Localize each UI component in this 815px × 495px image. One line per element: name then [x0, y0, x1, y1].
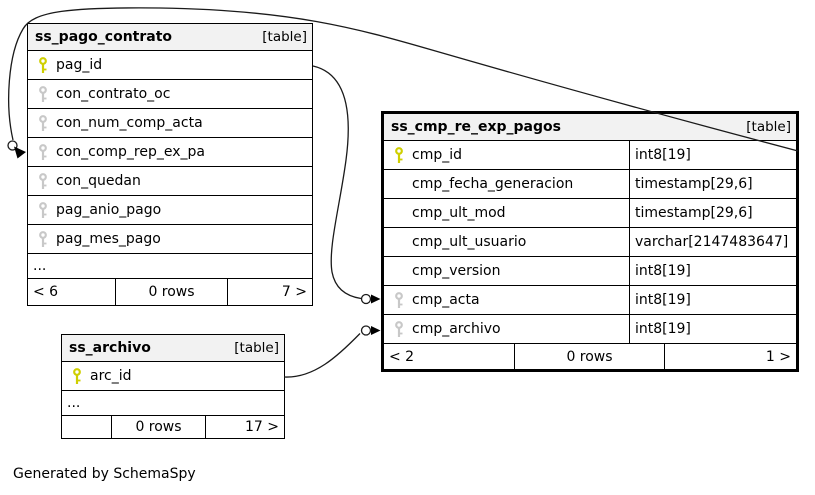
column-name: cmp_archivo	[412, 321, 501, 337]
column-name: con_num_comp_acta	[56, 115, 203, 131]
hidden-columns-ellipsis: ...	[28, 254, 312, 279]
column-name: pag_mes_pago	[56, 231, 161, 247]
column-row-cmp-ult-usuario: cmp_ult_usuario varchar[2147483647]	[384, 228, 796, 257]
primary-key-icon	[62, 367, 90, 385]
table-footer: < 2 0 rows 1 >	[384, 344, 796, 369]
column-name: cmp_id	[412, 147, 462, 163]
arrowhead-concomprepexpa	[14, 146, 26, 159]
column-name: cmp_acta	[412, 292, 480, 308]
table-tag: [table]	[234, 340, 279, 356]
relationship-line-arcid-cmparchivo	[283, 333, 361, 378]
column-type: timestamp[29,6]	[635, 176, 753, 192]
column-name: con_comp_rep_ex_pa	[56, 144, 205, 160]
zero-connector-circle-cmpacta	[360, 293, 372, 305]
column-type: varchar[2147483647]	[635, 234, 789, 250]
column-name: cmp_ult_mod	[412, 205, 506, 221]
column-name: cmp_fecha_generacion	[412, 176, 574, 192]
column-row-pag-id: pag_id	[28, 51, 312, 80]
column-name: pag_id	[56, 57, 103, 73]
column-row-cmp-ult-mod: cmp_ult_mod timestamp[29,6]	[384, 199, 796, 228]
row-count: 0 rows	[116, 279, 228, 305]
related-tables-right-count: 7 >	[281, 284, 307, 300]
column-row-pag-mes-pago: pag_mes_pago	[28, 225, 312, 254]
column-type: timestamp[29,6]	[635, 205, 753, 221]
table-name[interactable]: ss_archivo	[69, 340, 151, 356]
column-name: arc_id	[90, 368, 132, 384]
related-tables-right-count: 17 >	[245, 419, 279, 435]
column-name: cmp_ult_usuario	[412, 234, 527, 250]
table-header: ss_pago_contrato [table]	[28, 24, 312, 51]
index-key-icon	[28, 172, 56, 190]
column-row-arc-id: arc_id	[62, 362, 284, 391]
primary-key-icon	[384, 146, 412, 164]
table-tag: [table]	[746, 119, 791, 135]
related-tables-left-count: < 2	[384, 344, 515, 369]
column-row-con-quedan: con_quedan	[28, 167, 312, 196]
related-tables-left-count: < 6	[28, 279, 116, 305]
index-key-icon	[28, 143, 56, 161]
generated-by-note: Generated by SchemaSpy	[13, 466, 196, 482]
table-name[interactable]: ss_cmp_re_exp_pagos	[391, 119, 561, 135]
row-count: 0 rows	[515, 344, 665, 369]
column-row-cmp-archivo: cmp_archivo int8[19]	[384, 315, 796, 344]
table-footer: < 6 0 rows 7 >	[28, 279, 312, 305]
column-row-cmp-fecha-generacion: cmp_fecha_generacion timestamp[29,6]	[384, 170, 796, 199]
index-key-icon	[384, 291, 412, 309]
column-row-cmp-version: cmp_version int8[19]	[384, 257, 796, 286]
column-row-con-num-comp-acta: con_num_comp_acta	[28, 109, 312, 138]
column-name: cmp_version	[412, 263, 501, 279]
column-name: con_contrato_oc	[56, 86, 171, 102]
table-header: ss_archivo [table]	[62, 335, 284, 362]
table-node-ss-cmp-re-exp-pagos[interactable]: ss_cmp_re_exp_pagos [table] cmp_id int8[…	[381, 111, 799, 372]
related-tables-left-count	[62, 416, 112, 438]
primary-key-icon	[28, 56, 56, 74]
zero-connector-circle-concomprepexpa	[7, 140, 18, 151]
index-key-icon	[28, 201, 56, 219]
table-node-ss-archivo[interactable]: ss_archivo [table] arc_id ... 0 rows 17 …	[61, 334, 285, 439]
related-tables-right-count: 1 >	[765, 348, 791, 365]
arrowhead-cmparchivo	[371, 326, 381, 335]
column-type: int8[19]	[635, 292, 691, 308]
column-type: int8[19]	[635, 263, 691, 279]
column-type: int8[19]	[635, 321, 691, 337]
column-row-con-contrato-oc: con_contrato_oc	[28, 80, 312, 109]
column-row-cmp-id: cmp_id int8[19]	[384, 141, 796, 170]
column-name: pag_anio_pago	[56, 202, 162, 218]
table-node-ss-pago-contrato[interactable]: ss_pago_contrato [table] pag_id con_cont…	[27, 23, 313, 306]
index-key-icon	[28, 85, 56, 103]
hidden-columns-ellipsis: ...	[62, 391, 284, 416]
zero-connector-circle-cmparchivo	[360, 325, 372, 336]
index-key-icon	[28, 114, 56, 132]
table-tag: [table]	[262, 29, 307, 45]
relationship-line-pagid-cmpacta	[312, 65, 362, 300]
row-count: 0 rows	[112, 416, 206, 438]
column-type: int8[19]	[635, 147, 691, 163]
column-row-con-comp-rep-ex-pa: con_comp_rep_ex_pa	[28, 138, 312, 167]
index-key-icon	[28, 230, 56, 248]
column-name: con_quedan	[56, 173, 141, 189]
table-footer: 0 rows 17 >	[62, 416, 284, 438]
index-key-icon	[384, 320, 412, 338]
table-header: ss_cmp_re_exp_pagos [table]	[384, 114, 796, 141]
arrowhead-cmpacta	[371, 294, 381, 304]
table-name[interactable]: ss_pago_contrato	[35, 29, 173, 45]
column-row-pag-anio-pago: pag_anio_pago	[28, 196, 312, 225]
column-row-cmp-acta: cmp_acta int8[19]	[384, 286, 796, 315]
